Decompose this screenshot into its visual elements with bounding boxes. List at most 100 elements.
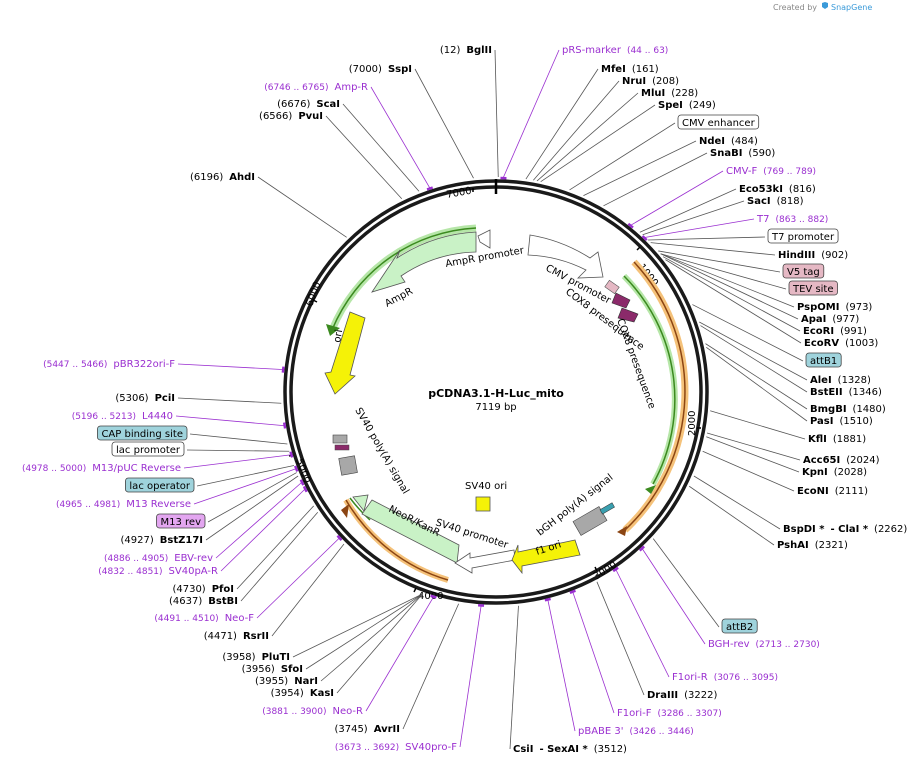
site-name: pBABE 3' (578, 726, 624, 737)
leader-pvui (325, 115, 403, 200)
site-name: MfeI (601, 64, 626, 75)
site-label-saci: SacI(818) (747, 196, 804, 207)
orf-green-arrowhead (645, 485, 656, 494)
site-label-pspomi: PspOMI(973) (797, 302, 872, 313)
leader-f1ori-f (572, 592, 615, 714)
leader-pspomi (660, 253, 795, 308)
site-position: (3955) (255, 676, 288, 687)
leader-snabi (603, 152, 708, 207)
site-position: (4730) (172, 584, 205, 595)
plasmid-name: pCDNA3.1-H-Luc_mito (428, 387, 564, 400)
site-name: MluI (641, 88, 665, 99)
site-name: L4440 (142, 411, 173, 422)
site-position: (2262) (874, 524, 907, 535)
primer-label-neo-f: (4491 .. 4510)Neo-F (154, 613, 254, 624)
feature-tag-lac-operator: lac operator (125, 477, 195, 493)
feature-tag-box (805, 352, 842, 368)
primer-label-sv40pa-r: (4832 .. 4851)SV40pA-R (98, 566, 218, 577)
site-label-ahdi: (6196)AhdI (190, 172, 255, 183)
feature-tag-text: lac operator (129, 481, 190, 492)
site-label-kfli: KflI(1881) (808, 434, 866, 445)
site-name: PfoI (212, 584, 234, 595)
site-name: Amp-R (335, 82, 369, 93)
feature-tag-text: TEV site (792, 284, 834, 295)
site-label-apai: ApaI(977) (801, 314, 859, 325)
site-position: (3426 .. 3446) (630, 727, 694, 737)
site-name: NruI (622, 76, 646, 87)
cox8-b-feature (617, 307, 639, 323)
feature-tag-text: M13 rev (161, 517, 202, 528)
site-label-sspi: (7000)SspI (349, 64, 412, 75)
site-position: (590) (748, 148, 775, 159)
primer-mark-pbabe-3 (544, 597, 551, 602)
site-label-bglii: (12)BglII (440, 45, 492, 56)
site-position: (4965 .. 4981) (56, 500, 120, 510)
site-position: (5306) (115, 393, 148, 404)
leader-bspdi (693, 475, 781, 530)
tick-1000 (636, 246, 641, 251)
leader-t7-promoter (648, 236, 766, 241)
leader-m13-reverse (193, 468, 296, 505)
ori-feature (324, 311, 366, 395)
primer-mark-f1ori-r (612, 566, 619, 573)
site-label-pcii: (5306)PciI (115, 393, 175, 404)
feature-tag-t7-promoter: T7 promoter (767, 228, 839, 244)
site-name: PvuI (298, 111, 323, 122)
leader-saci (642, 200, 745, 236)
site-name: F1ori-R (672, 672, 708, 683)
v5-tag-feature (604, 279, 620, 295)
leader-lac-operator (196, 465, 295, 487)
site-position: (12) (440, 45, 461, 56)
ampr-promoter-feature (477, 229, 491, 249)
leader-ecorv (665, 259, 802, 344)
site-name: PspOMI (797, 302, 839, 313)
primer-label-m13-reverse: (4965 .. 4981)M13 Reverse (56, 499, 191, 510)
leader-ecori (662, 256, 801, 332)
leader-cmv-enhancer (569, 122, 676, 191)
primer-mark-sv40pa-r (302, 485, 308, 493)
neor-arrowhead (352, 494, 369, 512)
tick-3000 (594, 566, 598, 572)
site-position: (1881) (833, 434, 866, 445)
site-position: (3512) (594, 744, 627, 755)
leader-bstz17i (205, 475, 299, 541)
site-label-bstbi: (4637)BstBI (169, 596, 238, 607)
site-position: (3076 .. 3095) (714, 673, 778, 683)
primer-mark-bgh-rev (638, 545, 645, 552)
site-position: (863 .. 882) (775, 215, 828, 225)
leader-pasi (706, 346, 808, 422)
site-position: (4927) (120, 535, 153, 546)
site-position: (818) (777, 196, 804, 207)
orf-green-arc (623, 275, 676, 485)
site-name: EBV-rev (174, 553, 213, 564)
site-label-bstz17i: (4927)BstZ17I (120, 535, 203, 546)
site-name: EcoRV (804, 338, 839, 349)
leader-attb2 (652, 538, 720, 628)
leader-amp-r (370, 86, 430, 188)
orf-orange-arc (624, 261, 686, 531)
credit-prefix: Created by (773, 3, 817, 12)
sv40-promoter-feature (454, 549, 516, 574)
site-name: NarI (294, 676, 318, 687)
leader-nrui (533, 80, 620, 181)
site-name: CsiI (513, 744, 533, 755)
site-position: (228) (671, 88, 698, 99)
site-position: (4886 .. 4905) (104, 554, 168, 564)
site-name: BstBI (208, 596, 238, 607)
leader-eco53ki (639, 188, 737, 233)
site-position: (4978 .. 5000) (22, 464, 86, 474)
feature-tag-box (111, 441, 185, 457)
site-label-pluti: (3958)PluTI (222, 652, 290, 663)
sv40-polya-label: SV40 poly(A) signal (352, 406, 410, 496)
site-name: PluTI (262, 652, 290, 663)
leader-avrii (402, 603, 460, 730)
leader-bgh-rev (642, 549, 706, 645)
site-label-kpni: KpnI(2028) (802, 467, 867, 478)
site-name: Neo-F (225, 613, 255, 624)
site-label-acc65i: Acc65I(2024) (803, 455, 880, 466)
leader-lac-promoter (186, 449, 290, 452)
site-name: SpeI (658, 100, 683, 111)
leader-sspi (414, 68, 474, 179)
leader-m13-puc-reverse (183, 454, 291, 469)
